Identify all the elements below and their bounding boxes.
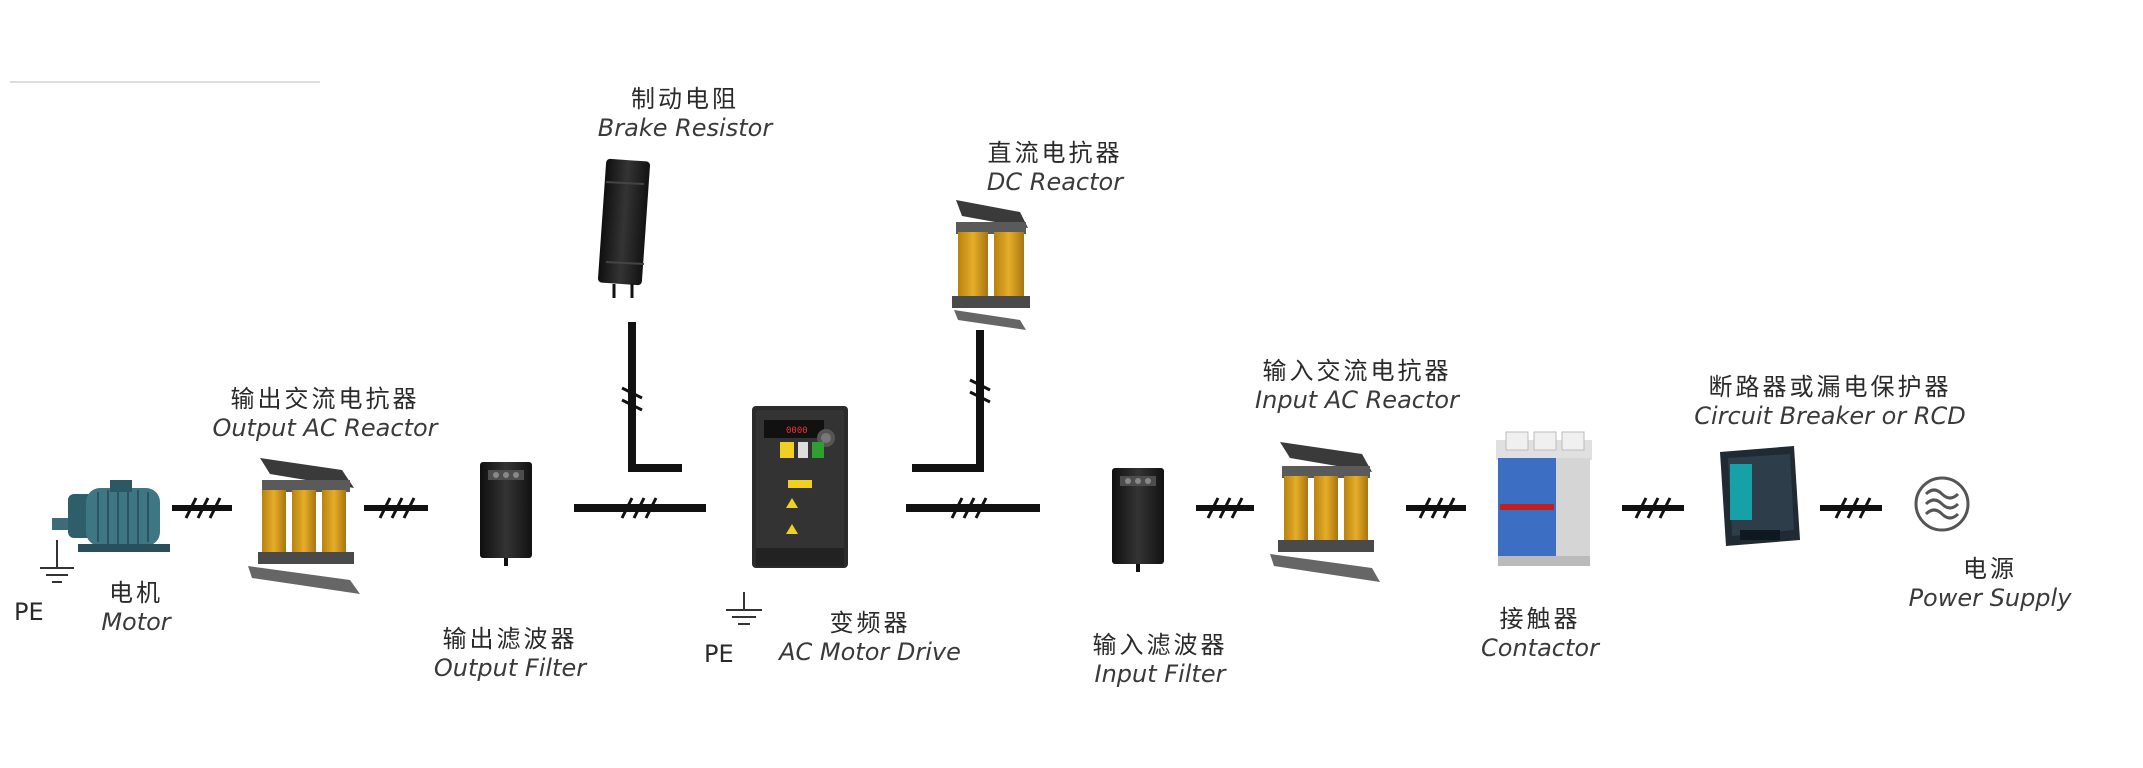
contactor-zh: 接触器 [1499,605,1581,633]
brake-resistor-en: Brake Resistor [597,114,773,142]
ac-motor-drive-label: 变频器 AC Motor Drive [760,608,980,666]
wire-breaker-power [1820,496,1882,520]
circuit-breaker-label: 断路器或漏电保护器 Circuit Breaker or RCD [1660,372,2000,430]
circuit-breaker-en: Circuit Breaker or RCD [1694,402,1966,430]
input-ac-reactor-label: 输入交流电抗器 Input AC Reactor [1222,356,1492,414]
wire-drive-infilter [906,496,1040,520]
output-ac-reactor-en: Output AC Reactor [212,414,438,442]
output-ac-reactor-icon [248,458,360,594]
contactor-en: Contactor [1481,634,1599,662]
motor-ground-icon [40,540,74,583]
drive-ground-icon [726,592,762,625]
wire-motor-reactor [172,496,232,520]
input-filter-zh: 输入滤波器 [1092,631,1228,659]
contactor-icon [1496,431,1592,566]
input-filter-label: 输入滤波器 Input Filter [1060,630,1260,688]
wire-infilter-inreactor [1196,496,1254,520]
dc-reactor-en: DC Reactor [986,168,1124,196]
dc-reactor-label: 直流电抗器 DC Reactor [940,138,1170,196]
output-filter-icon [480,462,532,566]
output-filter-zh: 输出滤波器 [442,625,578,653]
brake-resistor-label: 制动电阻 Brake Resistor [570,84,800,142]
output-ac-reactor-label: 输出交流电抗器 Output AC Reactor [190,384,460,442]
ac-motor-drive-en: AC Motor Drive [779,638,961,666]
power-supply-en: Power Supply [1908,584,2072,612]
output-ac-reactor-zh: 输出交流电抗器 [230,385,420,413]
brake-resistor-icon [597,158,651,298]
motor-en: Motor [101,608,171,636]
ac-motor-drive-zh: 变频器 [829,609,911,637]
drive-display: 0000 [786,426,808,436]
motor-icon [52,480,170,552]
circuit-breaker-zh: 断路器或漏电保护器 [1708,373,1952,401]
input-ac-reactor-zh: 输入交流电抗器 [1262,357,1452,385]
circuit-breaker-icon [1720,446,1800,546]
output-filter-label: 输出滤波器 Output Filter [400,624,620,682]
wire-reactor-outfilter [364,496,428,520]
motor-pe-label: PE [14,598,44,626]
power-supply-icon [1914,476,1970,532]
input-ac-reactor-icon [1270,442,1380,582]
input-filter-en: Input Filter [1094,660,1226,688]
motor-label: 电机 Motor [86,578,186,636]
ac-motor-drive-icon: 0000 [752,406,848,568]
motor-zh: 电机 [109,579,163,607]
input-filter-icon [1112,468,1164,572]
power-supply-label: 电源 Power Supply [1890,554,2090,612]
wire-outfilter-drive [574,496,706,520]
output-filter-en: Output Filter [433,654,587,682]
input-ac-reactor-en: Input AC Reactor [1255,386,1459,414]
wire-inreactor-contactor [1406,496,1466,520]
dc-reactor-zh: 直流电抗器 [987,139,1123,167]
wire-brake-resistor [620,322,682,472]
dc-reactor-icon [952,200,1030,330]
wire-dc-reactor [912,330,992,472]
drive-pe-label: PE [704,640,734,668]
wire-contactor-breaker [1622,496,1684,520]
power-supply-zh: 电源 [1963,555,2017,583]
brake-resistor-zh: 制动电阻 [631,85,739,113]
contactor-label: 接触器 Contactor [1460,604,1620,662]
